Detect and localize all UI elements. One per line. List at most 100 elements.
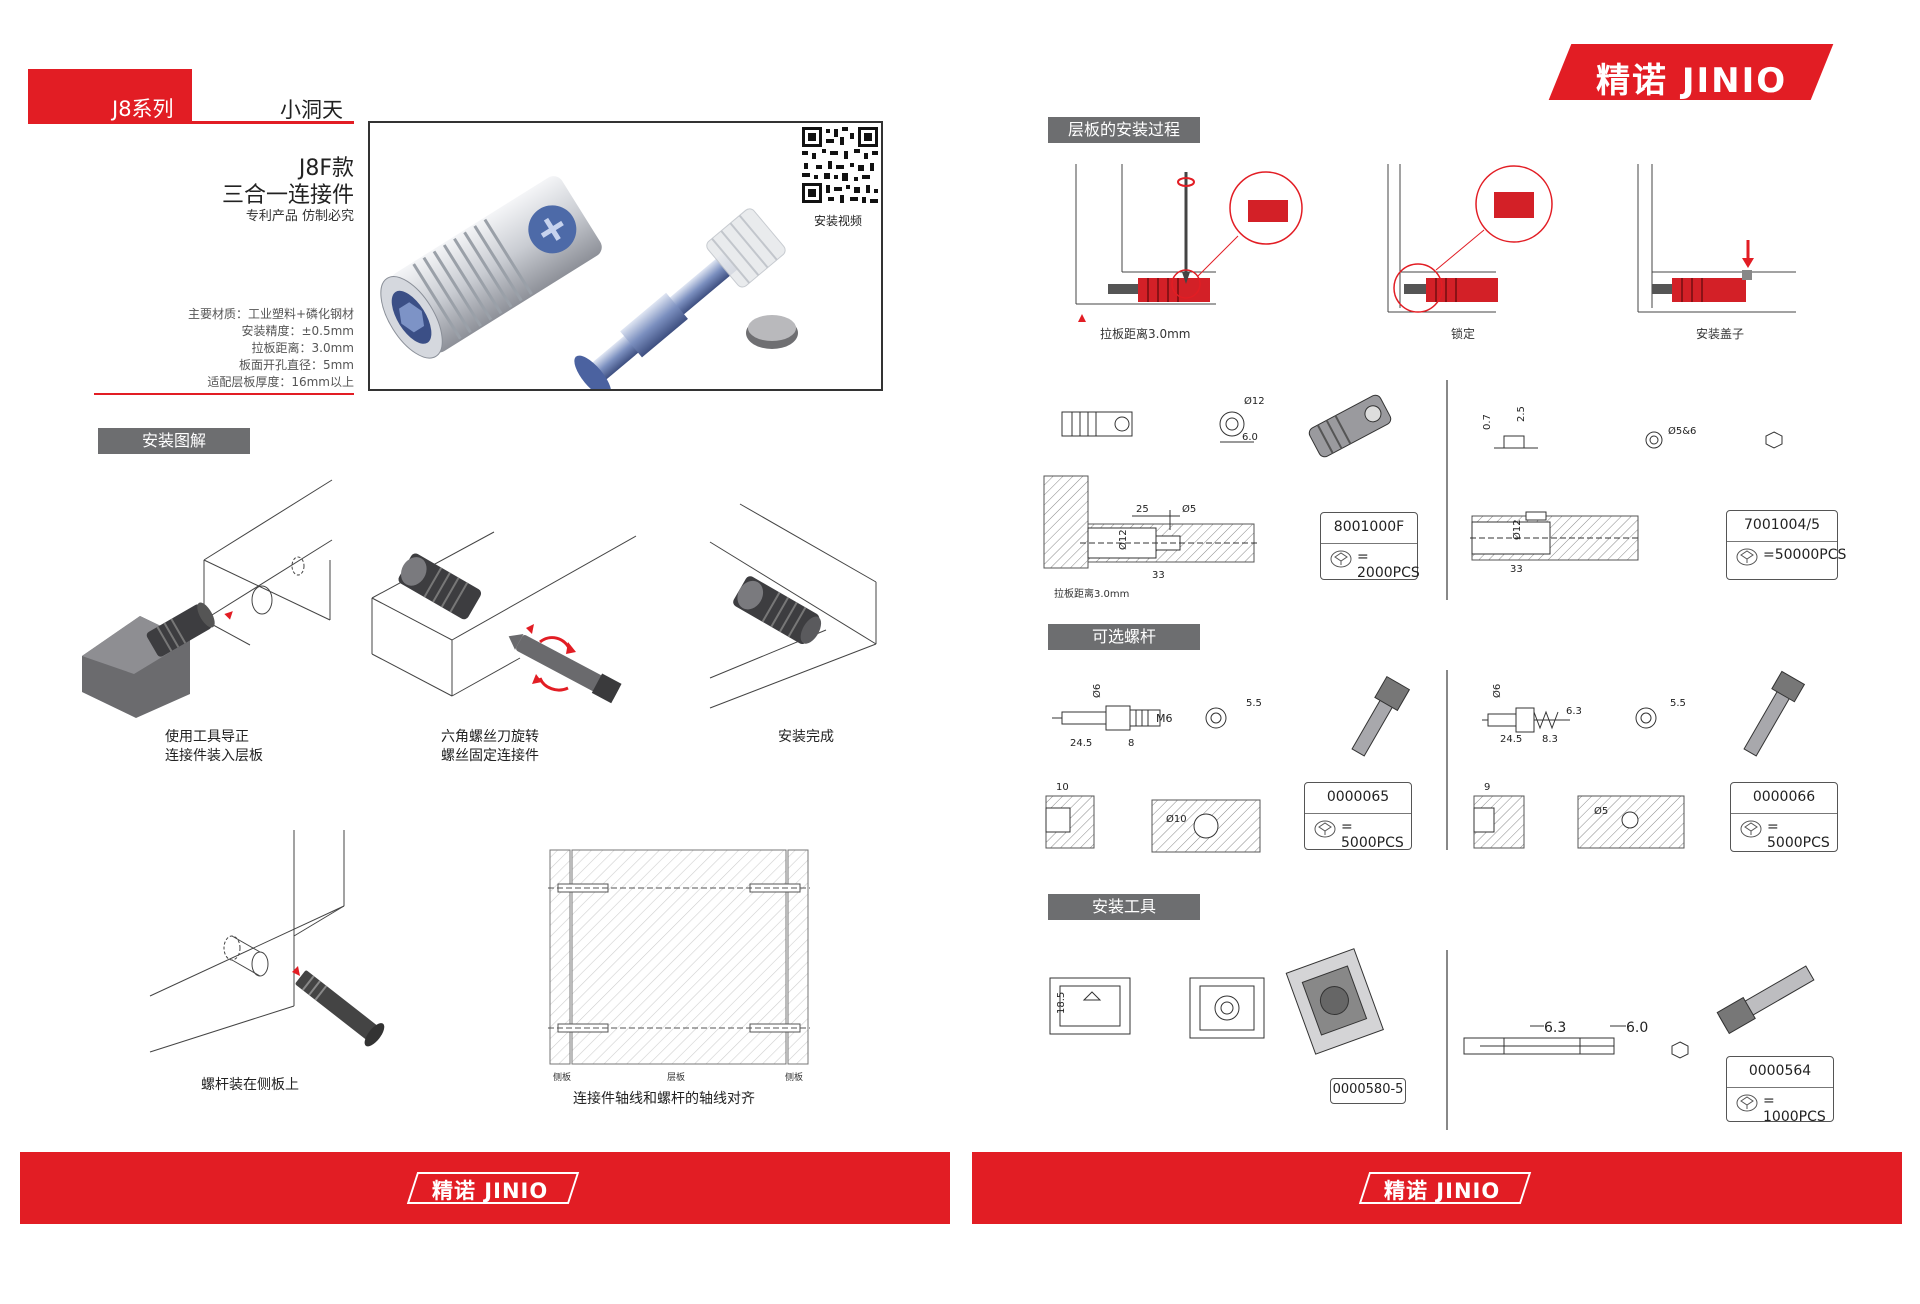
svg-text:5.5: 5.5 [1670, 698, 1686, 709]
product-qty: =50000PCS [1763, 547, 1847, 563]
section-screw: 可选螺杆 [1048, 624, 1200, 650]
spec-item: 主要材质：工业塑料+磷化钢材 [187, 307, 354, 321]
box-icon [1736, 548, 1758, 566]
series-name: 小洞天 [280, 98, 343, 122]
spec-list: 主要材质：工业塑料+磷化钢材 安装精度：±0.5mm 拉板距离：3.0mm 板面… [188, 306, 354, 391]
row2-drawings-b: Ø6 6.3 24.5 8.3 5.5 9 Ø5 [1473, 670, 1806, 849]
product-code: 0000066 [1752, 789, 1816, 805]
svg-text:9: 9 [1484, 782, 1490, 793]
svg-text:Ø6: Ø6 [1091, 684, 1103, 698]
row2-drawings-a: Ø6 M6 24.5 8 5.5 10 Ø10 [1045, 675, 1411, 853]
product-code: 7001004/5 [1744, 517, 1820, 533]
spec-item: 板面开孔直径：5mm [238, 358, 354, 372]
footer-left: 精诺 JINIO [20, 1152, 950, 1224]
svg-text:Ø5: Ø5 [1594, 805, 1608, 817]
svg-text:33: 33 [1152, 570, 1165, 581]
svg-text:25: 25 [1136, 504, 1149, 515]
header-underline [28, 121, 354, 124]
product-qty: = 2000PCS [1357, 549, 1420, 581]
step1-line1: 使用工具导正 [165, 729, 249, 745]
svg-text:Ø5: Ø5 [1182, 503, 1196, 515]
process-label-2: 锁定 [1451, 327, 1476, 341]
qr-code [800, 125, 880, 205]
qty-box-0000065: 0000065 = 5000PCS [1304, 782, 1412, 851]
box-icon [1314, 820, 1336, 838]
box-divider [1321, 543, 1417, 544]
box-divider [1305, 813, 1411, 814]
step1-diagram [82, 479, 333, 718]
box-divider [1727, 1087, 1833, 1088]
svg-text:Ø12: Ø12 [1511, 519, 1523, 540]
product-code: 0000065 [1326, 789, 1390, 805]
section-install: 安装图解 [98, 428, 250, 454]
step1-line2: 连接件装入层板 [165, 748, 263, 764]
svg-text:33: 33 [1510, 564, 1523, 575]
step4-caption: 螺杆装在侧板上 [201, 1077, 299, 1093]
row1-drawings-b: 0.7 2.5 Ø12 33 [1470, 406, 1640, 575]
footer-logo-right-text: 精诺 JINIO [1384, 1179, 1501, 1203]
svg-text:Ø12: Ø12 [1244, 395, 1265, 407]
process-label-1: 拉板距离3.0mm [1100, 327, 1191, 341]
process-diagrams [1075, 164, 1796, 322]
box-icon [1330, 550, 1352, 568]
divider-row1 [1446, 380, 1448, 600]
svg-text:6.3: 6.3 [1566, 706, 1582, 717]
alignment-diagram [548, 849, 810, 1065]
box-icon [1736, 1094, 1758, 1112]
align-caption: 连接件轴线和螺杆的轴线对齐 [573, 1091, 755, 1107]
product-qty: = 5000PCS [1767, 819, 1830, 851]
qty-box-0000066: 0000066 = 5000PCS [1730, 782, 1838, 852]
section-process: 层板的安装过程 [1048, 117, 1200, 143]
patent-note: 专利产品 仿制必究 [245, 209, 354, 224]
svg-text:6.3: 6.3 [1544, 1020, 1566, 1036]
box-divider [1731, 813, 1837, 814]
spec-item: 适配层板厚度：16mm以上 [207, 375, 354, 389]
product-qty: = 1000PCS [1763, 1093, 1826, 1125]
spec-underline [94, 393, 354, 395]
product-code: 0000564 [1748, 1063, 1812, 1079]
product-code: 8001000F [1333, 519, 1405, 535]
svg-text:24.5: 24.5 [1500, 734, 1522, 745]
step3-line1: 安装完成 [778, 729, 834, 745]
svg-text:10: 10 [1056, 782, 1069, 793]
step4-diagram [149, 830, 385, 1053]
svg-text:Ø12: Ø12 [1117, 529, 1129, 550]
series-tab [28, 69, 192, 121]
step3-diagram [709, 503, 877, 709]
footer-right: 精诺 JINIO [972, 1152, 1902, 1224]
spec-item: 拉板距离：3.0mm [251, 341, 354, 355]
product-photo-frame: 安装视频 [368, 121, 883, 398]
step2-diagram [371, 531, 637, 704]
process-label-3: 安装盖子 [1696, 327, 1745, 341]
row3-drawings-a: 18.5 [1049, 948, 1384, 1055]
qty-box-0000580: 0000580-5 [1330, 1078, 1406, 1104]
align-label-left: 侧板 [553, 1073, 572, 1083]
svg-text:Ø10: Ø10 [1166, 813, 1187, 825]
model-title: J8F款 [298, 156, 354, 181]
qty-box-7001004: 7001004/5 =50000PCS [1726, 510, 1847, 580]
divider-row3 [1446, 950, 1448, 1130]
svg-text:2.5: 2.5 [1516, 406, 1527, 422]
section-tool: 安装工具 [1048, 894, 1200, 920]
footer-logo-left-text: 精诺 JINIO [432, 1179, 549, 1203]
qty-box-0000564: 0000564 = 1000PCS [1726, 1056, 1834, 1125]
row3-drawings-b: 6.3 6.0 [1463, 965, 1815, 1059]
box-divider [1727, 541, 1837, 542]
series-label: J8系列 [112, 97, 174, 121]
divider-row2 [1446, 670, 1448, 850]
svg-text:8.3: 8.3 [1542, 734, 1558, 745]
svg-text:6.0: 6.0 [1242, 432, 1258, 443]
qty-box-8001000F: 8001000F = 2000PCS [1320, 512, 1420, 581]
svg-text:8: 8 [1128, 738, 1134, 749]
spec-item: 安装精度：±0.5mm [241, 324, 354, 338]
product-code: 0000580-5 [1332, 1082, 1404, 1097]
step2-line2: 螺丝固定连接件 [441, 748, 539, 764]
svg-text:6.0: 6.0 [1626, 1020, 1648, 1036]
align-label-right: 侧板 [785, 1073, 804, 1083]
svg-text:24.5: 24.5 [1070, 738, 1092, 749]
product-render [380, 125, 880, 398]
svg-text:Ø5&6: Ø5&6 [1668, 425, 1696, 437]
svg-text:Ø6: Ø6 [1491, 684, 1503, 698]
product-qty: = 5000PCS [1341, 819, 1404, 851]
svg-text:5.5: 5.5 [1246, 698, 1262, 709]
